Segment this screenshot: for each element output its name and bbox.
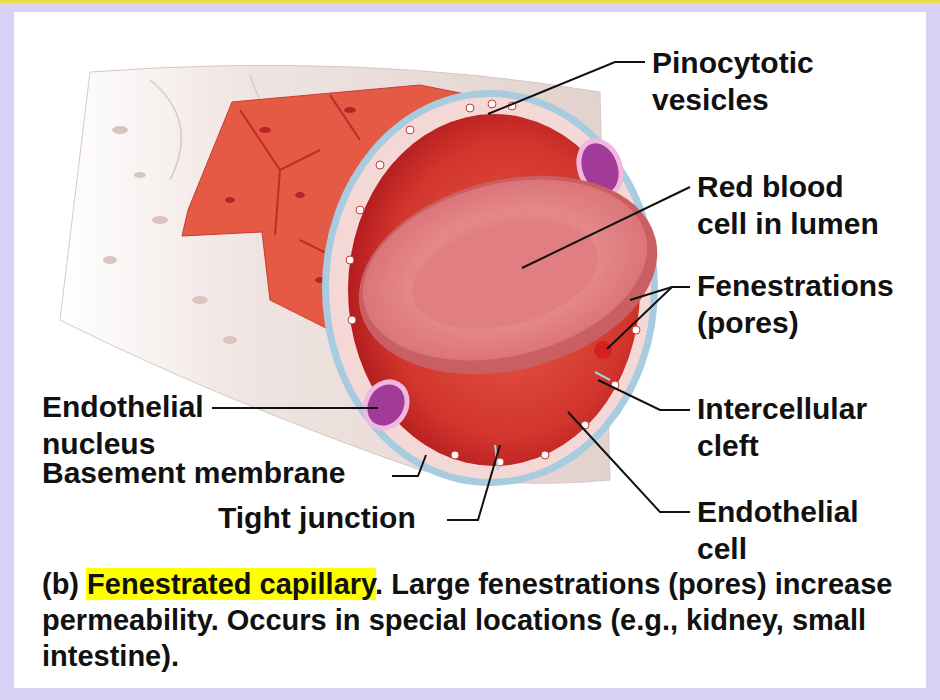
figure-caption: (b) Fenestrated capillary. Large fenestr… [42,566,902,674]
rbc-label: Red blood cell in lumen [697,168,897,242]
endothelial-cell-label: Endothelial cell [697,493,897,567]
tight-junction-label: Tight junction [218,499,448,536]
nucleus-label: Endothelial nucleus [42,388,232,462]
cleft-label: Intercellular cleft [697,390,927,464]
basement-membrane-label: Basement membrane [42,454,382,491]
vesicles-label: Pinocytotic vesicles [652,44,912,118]
top-rule [0,0,940,3]
fenestration-label: Fenestrations (pores) [697,267,932,341]
